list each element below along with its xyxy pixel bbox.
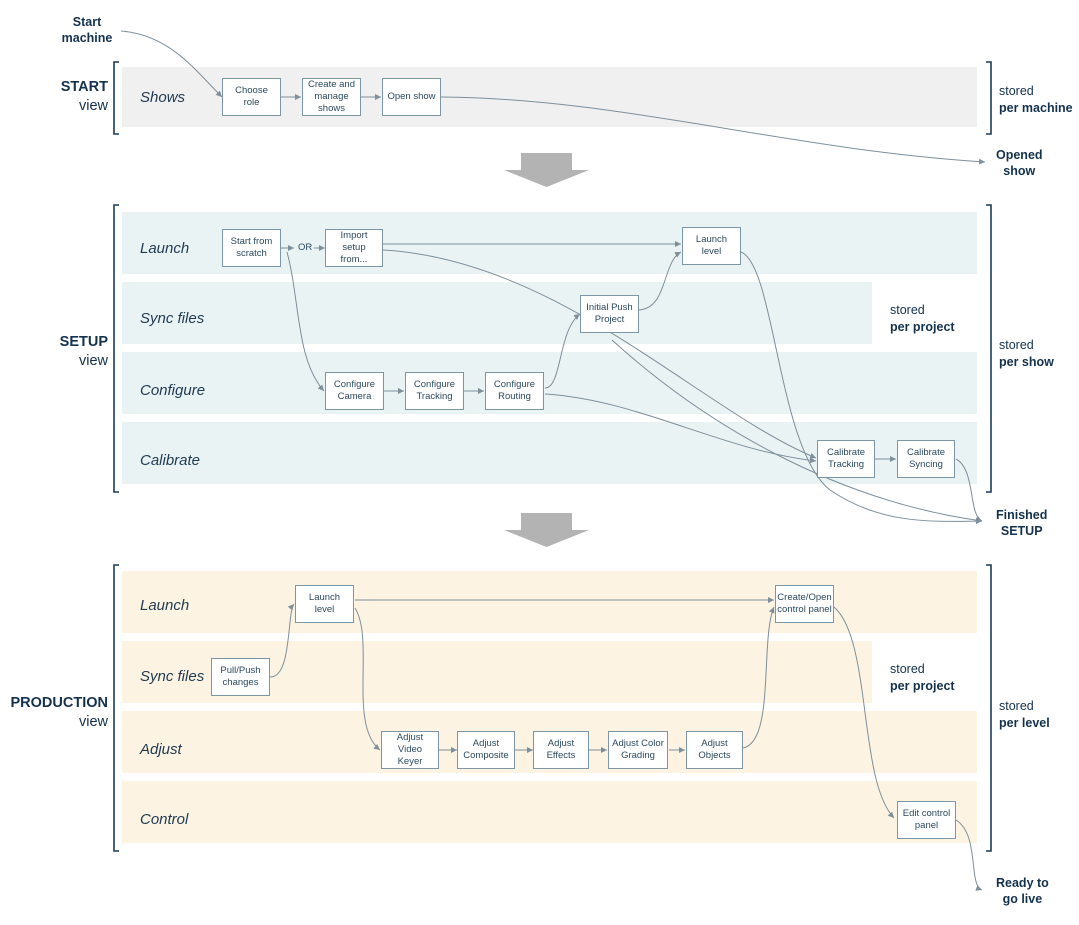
bracket-production-right [986,564,992,852]
conn-calibsyncing-finishedsetup [955,458,983,522]
node-calibrate-syncing[interactable]: Calibrate Syncing [897,440,955,478]
bracket-start-left [113,61,119,135]
bracket-production-left [113,564,119,852]
endpoint-finished-setup-line1: Finished [996,508,1048,522]
node-create-and-manage-shows[interactable]: Create and manage shows [302,78,361,116]
conn-launchlevel-finishedsetup [740,251,983,525]
endpoint-finished-setup: Finished SETUP [996,507,1047,540]
note-stored-per-machine: stored per machine [999,83,1073,117]
down-arrow-start-to-setup [504,153,589,187]
node-adjust-composite[interactable]: Adjust Composite [457,731,515,769]
lane-label-prod-sync-files: Sync files [140,668,205,685]
phase-production-strong: PRODUCTION [10,695,108,711]
conn-importsetup-calibratetracking [382,249,817,459]
note-setup-per-project-line1: stored [890,303,925,317]
lane-label-prod-launch: Launch [140,597,190,614]
band-prod-control [122,781,977,843]
conn-launchlevel-adjustvideokeyer [354,607,381,751]
or-label-setup-launch: OR [296,242,315,253]
node-open-show[interactable]: Open show [382,78,441,116]
bracket-setup-left [113,204,119,493]
conn-startscratch-configurecamera [286,251,325,392]
note-prod-per-project-line1: stored [890,662,925,676]
node-launch-level-setup[interactable]: Launch level [682,227,741,265]
node-configure-tracking[interactable]: Configure Tracking [405,372,464,410]
phase-setup-light: view [78,352,108,369]
note-stored-per-level: stored per level [999,698,1050,732]
conn-initialpush-launchlevel [638,251,682,311]
phase-setup-strong: SETUP [59,334,108,350]
node-create-open-control-panel[interactable]: Create/Open control panel [775,585,834,623]
band-setup-configure [122,352,977,414]
node-start-from-scratch[interactable]: Start from scratch [222,229,281,267]
node-import-setup-from[interactable]: Import setup from... [325,229,383,267]
note-stored-per-show-line1: stored [999,338,1034,352]
lane-label-prod-adjust: Adjust [140,741,182,758]
conn-editpanel-readygolive [955,819,983,891]
lane-label-setup-calibrate: Calibrate [140,452,201,469]
conn-startmachine-chooserole [120,30,223,98]
note-stored-per-show-line2: per show [999,354,1054,369]
lane-label-prod-control: Control [140,811,189,828]
endpoint-opened-show-line2: show [1003,164,1036,179]
bracket-start-right [986,61,992,135]
phase-start-strong: START [60,79,108,95]
node-launch-level-production[interactable]: Launch level [295,585,354,623]
endpoint-opened-show: Opened show [996,147,1043,180]
phase-production-light: view [78,713,108,730]
node-configure-routing[interactable]: Configure Routing [485,372,544,410]
node-initial-push-project[interactable]: Initial Push Project [580,295,639,333]
endpoint-start-machine-line1: Start [72,15,102,29]
node-edit-control-panel[interactable]: Edit control panel [897,801,956,839]
lane-label-start-shows: Shows [140,89,186,106]
phase-label-setup: SETUP view [0,333,108,371]
phase-start-light: view [78,97,108,114]
note-setup-stored-per-project: stored per project [890,302,955,336]
conn-adjustobjects-createopenpanel [742,606,775,749]
conn-configrouting-initialpush [544,313,581,389]
band-setup-syncfiles [122,282,872,344]
note-stored-per-show: stored per show [999,337,1054,371]
note-stored-per-level-line2: per level [999,715,1050,730]
note-stored-per-level-line1: stored [999,699,1034,713]
node-adjust-color-grading[interactable]: Adjust Color Grading [608,731,668,769]
endpoint-opened-show-line1: Opened [996,148,1043,162]
endpoint-start-machine-line2: machine [61,31,113,46]
conn-openshow-openedshow [440,96,986,165]
conn-configrouting-calibratetracking [544,393,817,464]
node-pull-push-changes[interactable]: Pull/Push changes [211,658,270,696]
note-stored-per-machine-line2: per machine [999,100,1073,115]
node-calibrate-tracking[interactable]: Calibrate Tracking [817,440,875,478]
band-prod-launch [122,571,977,633]
node-choose-role[interactable]: Choose role [222,78,281,116]
lane-label-setup-sync-files: Sync files [140,310,205,327]
phase-label-production: PRODUCTION view [0,694,108,732]
bracket-setup-right [986,204,992,493]
note-stored-per-machine-line1: stored [999,84,1034,98]
conn-pullpush-launchlevel [269,603,295,678]
conn-createopenpanel-editpanel [833,606,895,819]
endpoint-start-machine: Start machine [52,14,122,47]
node-adjust-effects[interactable]: Adjust Effects [533,731,589,769]
down-arrow-setup-to-production [504,513,589,547]
phase-label-start: START view [0,78,108,116]
note-setup-per-project-line2: per project [890,319,955,334]
lane-label-setup-launch: Launch [140,240,190,257]
note-prod-stored-per-project: stored per project [890,661,955,695]
note-prod-per-project-line2: per project [890,678,955,693]
conn-initialpush-finishedsetup [611,339,983,524]
node-configure-camera[interactable]: Configure Camera [325,372,384,410]
node-adjust-video-keyer[interactable]: Adjust Video Keyer [381,731,439,769]
lane-label-setup-configure: Configure [140,382,206,399]
endpoint-ready-go-live-line1: Ready to [996,876,1049,890]
endpoint-ready-to-go-live: Ready to go live [996,875,1049,908]
endpoint-ready-go-live-line2: go live [1002,892,1043,907]
endpoint-finished-setup-line2: SETUP [1000,524,1043,539]
node-adjust-objects[interactable]: Adjust Objects [686,731,743,769]
